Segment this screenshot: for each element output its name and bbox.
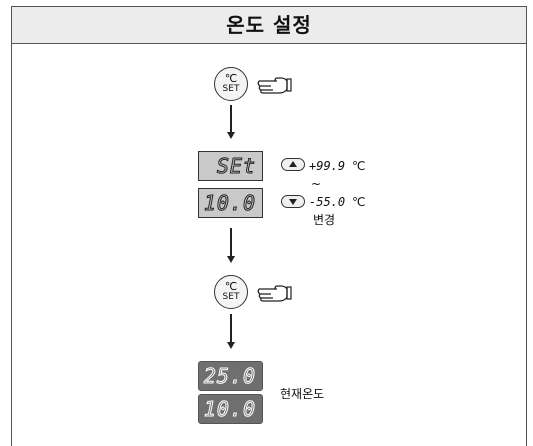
current-temperature-label: 현재온도 xyxy=(280,387,325,401)
flow-arrow-line xyxy=(230,228,232,256)
flow-arrow-head xyxy=(227,256,235,263)
flow-arrow-head xyxy=(227,132,235,139)
pointing-hand-icon xyxy=(257,285,292,302)
set-temperature-display: 10.0 xyxy=(198,394,263,424)
change-label: 변경 xyxy=(313,213,336,227)
flow-arrow-line xyxy=(230,314,232,342)
range-min: -55.0 xyxy=(309,195,346,209)
down-key-button[interactable] xyxy=(281,195,305,208)
display-bottom: 10.0 xyxy=(198,188,263,218)
pointing-hand-icon xyxy=(257,77,292,94)
page-title: 온도 설정 xyxy=(12,7,526,44)
range-max-unit: ℃ xyxy=(352,159,366,173)
set-button[interactable]: ℃ SET xyxy=(214,67,248,101)
set-button-label: SET xyxy=(222,84,240,94)
display-top: SEt xyxy=(198,151,263,181)
current-temperature-display: 25.0 xyxy=(198,361,263,391)
degree-symbol: ℃ xyxy=(224,280,238,293)
set-button[interactable]: ℃ SET xyxy=(214,275,248,309)
set-button-label: SET xyxy=(222,292,240,302)
degree-symbol: ℃ xyxy=(224,72,238,85)
flow-arrow-line xyxy=(230,105,232,132)
diagram-frame: 온도 설정 xyxy=(11,6,527,446)
range-max: +99.9 xyxy=(309,159,346,173)
range-min-unit: ℃ xyxy=(352,195,366,209)
up-triangle-icon xyxy=(289,161,297,167)
range-tilde: ~ xyxy=(311,177,322,191)
flow-arrow-head xyxy=(227,342,235,349)
down-triangle-icon xyxy=(289,199,297,205)
up-key-button[interactable] xyxy=(281,158,305,171)
